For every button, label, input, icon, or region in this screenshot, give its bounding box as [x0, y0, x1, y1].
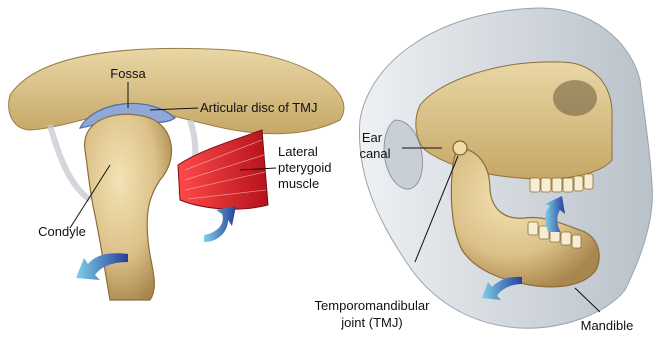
right-panel-illustration	[359, 8, 652, 328]
label-lateral-pterygoid-3: muscle	[278, 176, 319, 191]
condyle-bone	[85, 114, 172, 300]
label-fossa: Fossa	[110, 66, 146, 81]
label-lateral-pterygoid-1: Lateral	[278, 144, 318, 159]
label-tmj-1: Temporomandibular	[315, 298, 431, 313]
eye-orbit	[553, 80, 597, 116]
label-ear-canal-2: canal	[359, 146, 390, 161]
label-articular-disc: Articular disc of TMJ	[200, 100, 318, 115]
label-lateral-pterygoid-2: pterygoid	[278, 160, 331, 175]
tmj-joint-marker	[453, 141, 467, 155]
forward-motion-arrow-icon	[204, 206, 236, 242]
label-ear-canal-1: Ear	[362, 130, 383, 145]
label-condyle: Condyle	[38, 224, 86, 239]
label-tmj-2: joint (TMJ)	[340, 315, 402, 330]
label-mandible: Mandible	[581, 318, 634, 333]
temporal-bone	[9, 48, 344, 133]
